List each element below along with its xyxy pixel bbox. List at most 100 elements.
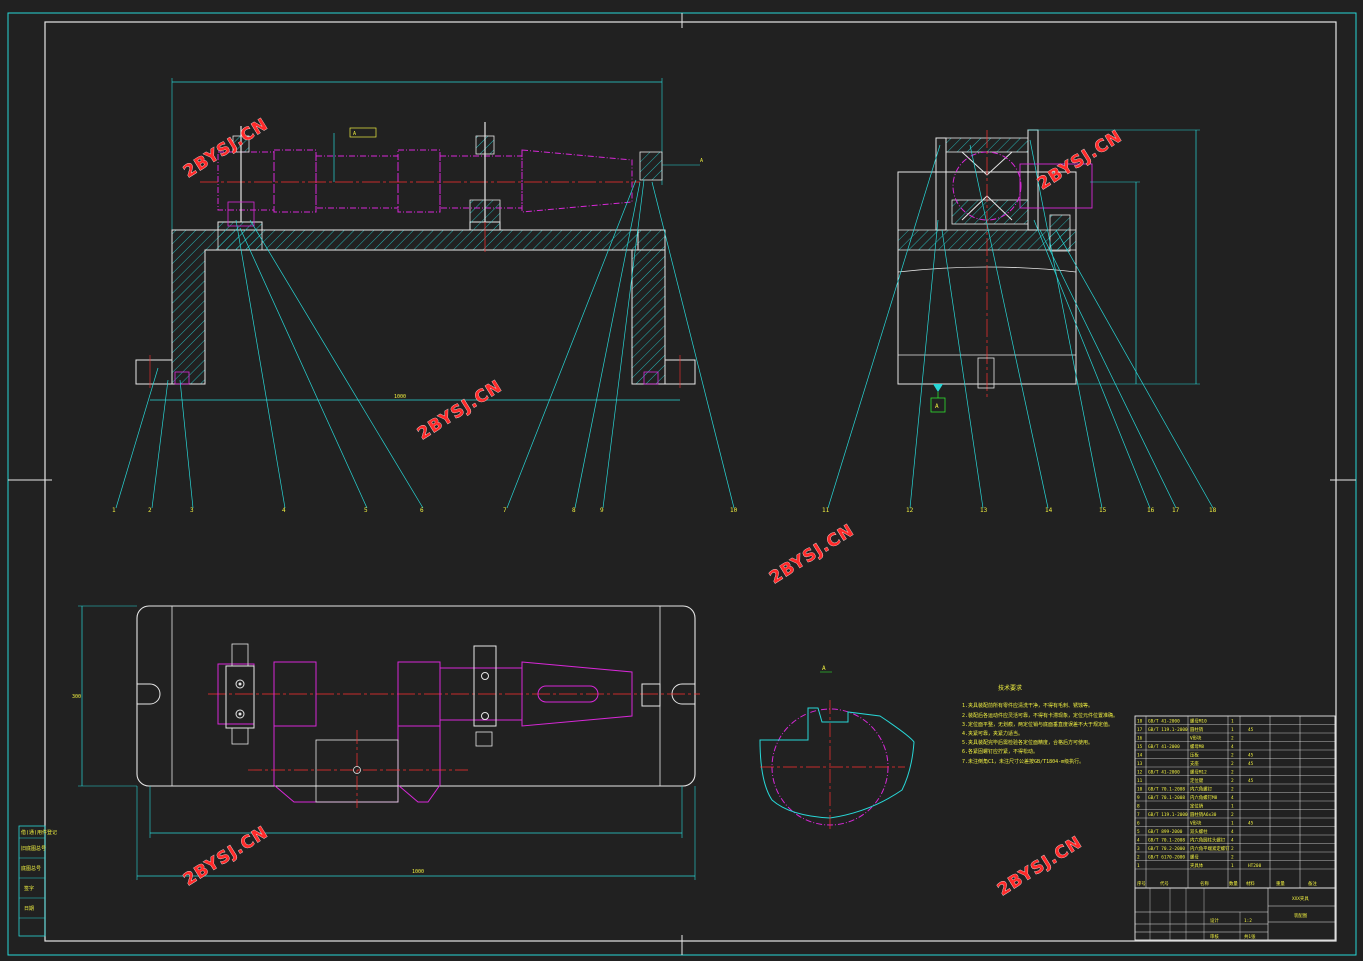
watermark-6: 2BYSJ.CN <box>994 832 1086 900</box>
bom-cell-qty: 2 <box>1231 787 1234 793</box>
bom-cell-code: GB/T 70.1-2008 <box>1148 787 1185 793</box>
watermark-4: 2BYSJ.CN <box>766 520 858 588</box>
bom-cell-qty: 2 <box>1231 753 1234 759</box>
bom-cell-qty: 4 <box>1231 829 1234 835</box>
balloon-9: 9 <box>600 507 604 514</box>
balloon-4: 4 <box>282 507 286 514</box>
top-view: 300 1000 <box>72 605 700 880</box>
bom-cell-no: 16 <box>1137 736 1143 742</box>
bom-cell-name: 支座 <box>1190 760 1199 767</box>
balloon-17: 17 <box>1172 507 1180 514</box>
bom-cell-qty: 2 <box>1231 736 1234 742</box>
bom-cell-name: 定位键 <box>1190 777 1204 784</box>
front-view: 1000 A A <box>135 78 703 401</box>
bom-cell-no: 7 <box>1137 812 1140 818</box>
bom-cell-code: GB/T 70.1-2008 <box>1148 838 1185 844</box>
balloon-13: 13 <box>980 507 988 514</box>
drawing-name: XXX夹具 <box>1292 895 1309 902</box>
bom-cell-qty: 2 <box>1231 812 1234 818</box>
bom-cell-qty: 2 <box>1231 761 1234 767</box>
bom-cell-no: 1 <box>1137 863 1140 869</box>
tolerance-frame: A <box>353 131 356 137</box>
bom-cell-no: 10 <box>1137 787 1143 793</box>
bom-cell-qty: 1 <box>1231 727 1234 733</box>
datum-a-label: A <box>935 403 939 410</box>
bom-header-qty: 数量 <box>1229 880 1238 887</box>
bom-cell-no: 12 <box>1137 770 1143 776</box>
bom-cell-qty: 4 <box>1231 744 1234 750</box>
bom-cell-name: 螺母M10 <box>1190 718 1207 725</box>
bom-header-name: 名称 <box>1200 880 1209 887</box>
dim-bottom: 1000 <box>394 394 406 400</box>
bom-header-mass: 重量 <box>1276 880 1285 887</box>
bom-cell-no: 13 <box>1137 761 1143 767</box>
front-balloons: 1 2 3 4 5 6 7 8 9 10 <box>112 507 738 514</box>
bom-cell-no: 17 <box>1137 727 1143 733</box>
bom-cell-mat: HT200 <box>1248 863 1262 869</box>
bom-cell-name: 螺母 <box>1190 854 1199 861</box>
balloon-3: 3 <box>190 507 194 514</box>
side-leaders <box>827 139 1214 509</box>
tech-note-6: 6.各紧固螺钉应拧紧，不得松动。 <box>962 748 1038 755</box>
tech-note-3: 3.定位面平整，无划痕，两定位销与底面垂直度误差不大于规定值。 <box>962 721 1113 728</box>
balloon-6: 6 <box>420 507 424 514</box>
bom-cell-qty: 1 <box>1231 804 1234 810</box>
bom-cell-name: 内六角螺钉M8 <box>1190 794 1218 801</box>
bom-cell-qty: 1 <box>1231 863 1234 869</box>
scale: 1:2 <box>1244 918 1252 924</box>
bom-cell-mat: 45 <box>1248 821 1254 827</box>
balloon-16: 16 <box>1147 507 1155 514</box>
section-detail: A <box>759 665 915 830</box>
bom-cell-code: GB/T 41-2000 <box>1148 770 1180 776</box>
balloon-2: 2 <box>148 507 152 514</box>
balloon-5: 5 <box>364 507 368 514</box>
bom-cell-no: 6 <box>1137 821 1140 827</box>
tech-note-7: 7.未注倒角C1，未注尺寸公差按GB/T1804-m级执行。 <box>962 758 1084 765</box>
bom-cell-code: GB/T 41-2000 <box>1148 744 1180 750</box>
dim-width: 300 <box>72 694 81 700</box>
bom-cell-no: 11 <box>1137 778 1143 784</box>
side-strip-3: 底图总号 <box>21 865 41 872</box>
tech-notes: 技术要求 1.夹具装配前所有零件应清洗干净，不得有毛刺、锈蚀等。 2.装配后各运… <box>962 684 1118 765</box>
watermark-3: 2BYSJ.CN <box>414 376 506 444</box>
watermark-1: 2BYSJ.CN <box>180 114 272 182</box>
bom-cell-name: 圆柱销A6x30 <box>1190 811 1217 818</box>
bom-header-no: 序号 <box>1137 880 1146 887</box>
bom-cell-qty: 2 <box>1231 855 1234 861</box>
bom-cell-name: 内六角平端紧定螺钉 <box>1190 845 1230 852</box>
balloon-1: 1 <box>112 507 116 514</box>
side-strip-1: 借(通)用件登记 <box>21 829 57 836</box>
bom-cell-name: V形块 <box>1190 820 1202 827</box>
bom-cell-no: 4 <box>1137 838 1140 844</box>
watermark-2: 2BYSJ.CN <box>1034 126 1126 194</box>
bom-cell-code: GB/T 41-2000 <box>1148 719 1180 725</box>
bom-cell-code: GB/T 70.1-2008 <box>1148 795 1185 801</box>
bom-header: 序号 代号 名称 数量 材料 重量 备注 <box>1137 880 1317 887</box>
bom-cell-code: GB/T 70.2-2000 <box>1148 846 1185 852</box>
balloon-18: 18 <box>1209 507 1217 514</box>
bom-header-note: 备注 <box>1308 880 1317 887</box>
dim-length: 1000 <box>412 869 424 875</box>
side-strip-4: 签字 <box>24 885 34 892</box>
sheet: 共1张 <box>1244 933 1256 940</box>
bom-header-code: 代号 <box>1160 880 1169 887</box>
bom-cell-no: 8 <box>1137 804 1140 810</box>
tech-note-5: 5.夹具装配完毕后需检验各定位面精度，合格后方可使用。 <box>962 739 1093 746</box>
bom-cell-no: 18 <box>1137 719 1143 725</box>
bom-cell-no: 15 <box>1137 744 1143 750</box>
side-strip-5: 日期 <box>24 906 34 912</box>
bom-cell-name: 双头螺柱 <box>1190 828 1208 835</box>
bom-cell-name: 螺母M8 <box>1190 743 1204 750</box>
bom-cell-name: 夹具体 <box>1190 862 1204 869</box>
balloon-11: 11 <box>822 507 830 514</box>
bom-cell-qty: 2 <box>1231 770 1234 776</box>
side-strip: 借(通)用件登记 旧底图总号 底图总号 签字 日期 <box>18 825 57 937</box>
tech-note-4: 4.夹紧可靠，夹紧力适当。 <box>962 730 1023 737</box>
bom-cell-no: 9 <box>1137 795 1140 801</box>
bom-cell-name: 螺母M12 <box>1190 769 1207 776</box>
designer: 设计 <box>1210 917 1219 924</box>
balloon-10: 10 <box>730 507 738 514</box>
bom-cell-qty: 1 <box>1231 821 1234 827</box>
